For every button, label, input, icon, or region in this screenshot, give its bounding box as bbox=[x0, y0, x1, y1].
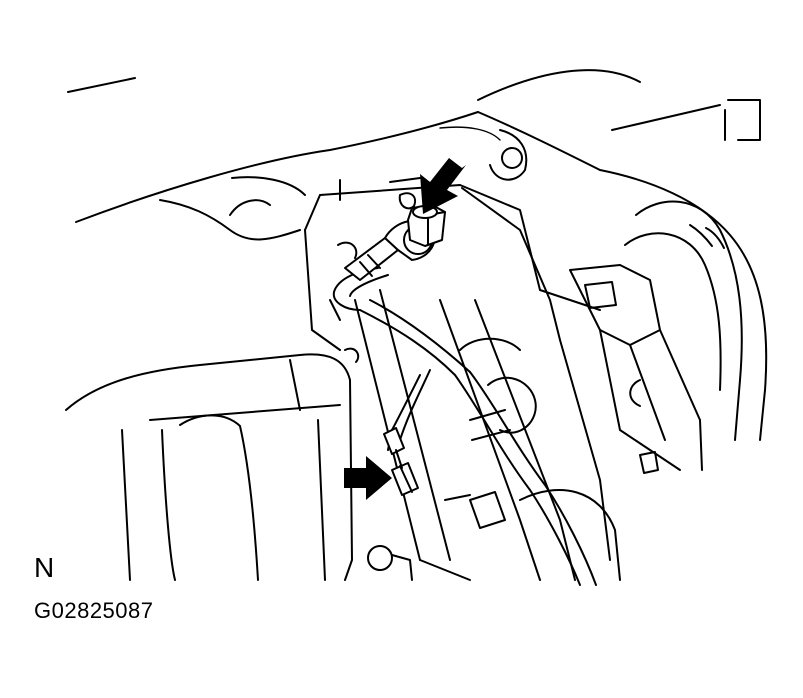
upper-body-panel bbox=[67, 69, 761, 241]
lower-arrow-icon bbox=[344, 456, 392, 500]
transmission-housing bbox=[304, 129, 703, 561]
lower-bolt bbox=[383, 427, 419, 496]
main-rod bbox=[354, 289, 621, 581]
lower-panel bbox=[65, 353, 413, 581]
sensor-wire bbox=[332, 267, 597, 586]
right-hose bbox=[599, 169, 768, 441]
upper-arrow-icon bbox=[420, 158, 466, 214]
figure-code: G02825087 bbox=[34, 598, 154, 623]
view-label: N bbox=[34, 552, 55, 583]
